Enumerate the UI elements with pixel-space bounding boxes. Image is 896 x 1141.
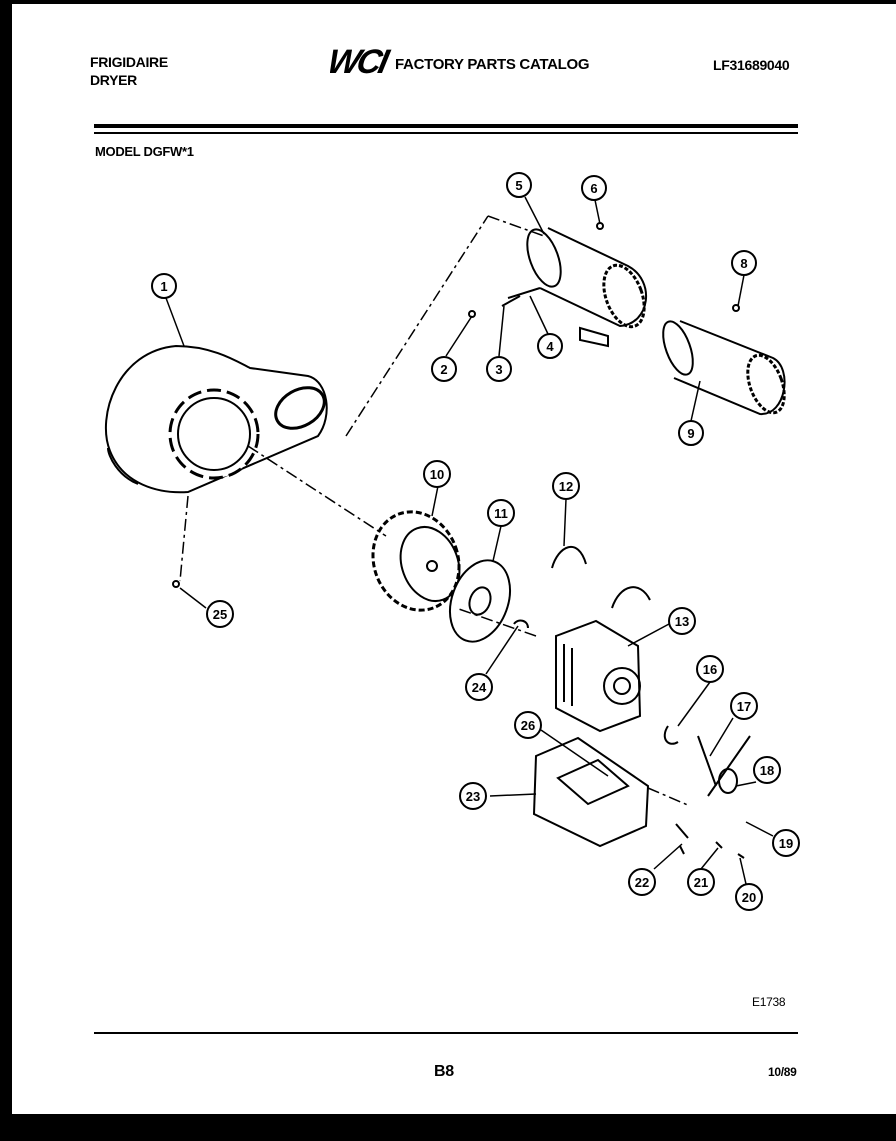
callout-2: 2 bbox=[431, 356, 457, 382]
exhaust-duct bbox=[526, 227, 648, 348]
callout-24: 24 bbox=[465, 673, 493, 701]
catalog-title: FACTORY PARTS CATALOG bbox=[395, 56, 590, 73]
svg-text:21: 21 bbox=[694, 875, 708, 890]
duct-extension bbox=[662, 320, 786, 416]
svg-text:9: 9 bbox=[687, 426, 694, 441]
callout-20: 20 bbox=[735, 883, 763, 911]
assembly-lines bbox=[179, 215, 691, 807]
callout-22: 22 bbox=[628, 868, 656, 896]
callout-13: 13 bbox=[668, 607, 696, 635]
svg-text:24: 24 bbox=[472, 680, 487, 695]
diagram-code: E1738 bbox=[752, 995, 786, 1009]
product-type: DRYER bbox=[90, 72, 137, 88]
blower-wheel bbox=[371, 510, 461, 612]
svg-text:13: 13 bbox=[675, 614, 689, 629]
callout-8: 8 bbox=[731, 250, 757, 276]
small-hardware bbox=[172, 222, 751, 859]
footer-rule bbox=[94, 1032, 798, 1034]
drive-motor bbox=[555, 619, 642, 733]
blower-housing bbox=[105, 344, 328, 494]
svg-text:11: 11 bbox=[494, 506, 508, 521]
svg-text:4: 4 bbox=[546, 339, 554, 354]
model-label: MODEL DGFW*1 bbox=[95, 144, 194, 159]
callout-18: 18 bbox=[753, 756, 781, 784]
callout-5: 5 bbox=[506, 172, 532, 198]
svg-text:17: 17 bbox=[737, 699, 751, 714]
motor-mount-bracket bbox=[532, 736, 650, 848]
svg-text:19: 19 bbox=[779, 836, 793, 851]
callout-26: 26 bbox=[514, 711, 542, 739]
callout-17: 17 bbox=[730, 692, 758, 720]
svg-text:18: 18 bbox=[760, 763, 774, 778]
svg-text:16: 16 bbox=[703, 662, 717, 677]
callout-16: 16 bbox=[696, 655, 724, 683]
svg-text:22: 22 bbox=[635, 875, 649, 890]
callout-3: 3 bbox=[486, 356, 512, 382]
svg-text:12: 12 bbox=[559, 479, 573, 494]
callout-21: 21 bbox=[687, 868, 715, 896]
callout-10: 10 bbox=[423, 460, 451, 488]
callout-1: 1 bbox=[151, 273, 177, 299]
header-rule-thick bbox=[94, 124, 798, 128]
svg-text:8: 8 bbox=[740, 256, 747, 271]
wci-logo: WCI bbox=[330, 44, 394, 78]
catalog-number: LF31689040 bbox=[713, 57, 790, 73]
svg-text:1: 1 bbox=[160, 279, 167, 294]
brand-block: FRIGIDAIRE DRYER bbox=[90, 53, 168, 89]
drive-pulley bbox=[449, 559, 511, 643]
svg-text:23: 23 bbox=[466, 789, 480, 804]
logo-text: WCI bbox=[330, 44, 394, 78]
callout-6: 6 bbox=[581, 175, 607, 201]
svg-text:10: 10 bbox=[430, 467, 444, 482]
callout-25: 25 bbox=[206, 600, 234, 628]
page-number: B8 bbox=[434, 1063, 454, 1080]
callout-23: 23 bbox=[459, 782, 487, 810]
callout-19: 19 bbox=[772, 829, 800, 857]
svg-text:6: 6 bbox=[590, 181, 597, 196]
callout-11: 11 bbox=[487, 499, 515, 527]
callout-12: 12 bbox=[552, 472, 580, 500]
callout-4: 4 bbox=[537, 333, 563, 359]
header-rule-thin bbox=[94, 132, 798, 134]
brand-name: FRIGIDAIRE bbox=[90, 54, 168, 70]
svg-text:26: 26 bbox=[521, 718, 535, 733]
callout-markers: 1 2 3 4 5 6 8 9 10 11 12 13 16 17 18 19 … bbox=[151, 172, 800, 911]
svg-text:25: 25 bbox=[213, 607, 227, 622]
svg-text:20: 20 bbox=[742, 890, 756, 905]
callout-leaders bbox=[165, 196, 774, 885]
svg-text:3: 3 bbox=[495, 362, 502, 377]
callout-9: 9 bbox=[678, 420, 704, 446]
revision-date: 10/89 bbox=[768, 1065, 797, 1079]
svg-text:5: 5 bbox=[515, 178, 522, 193]
svg-text:2: 2 bbox=[440, 362, 447, 377]
